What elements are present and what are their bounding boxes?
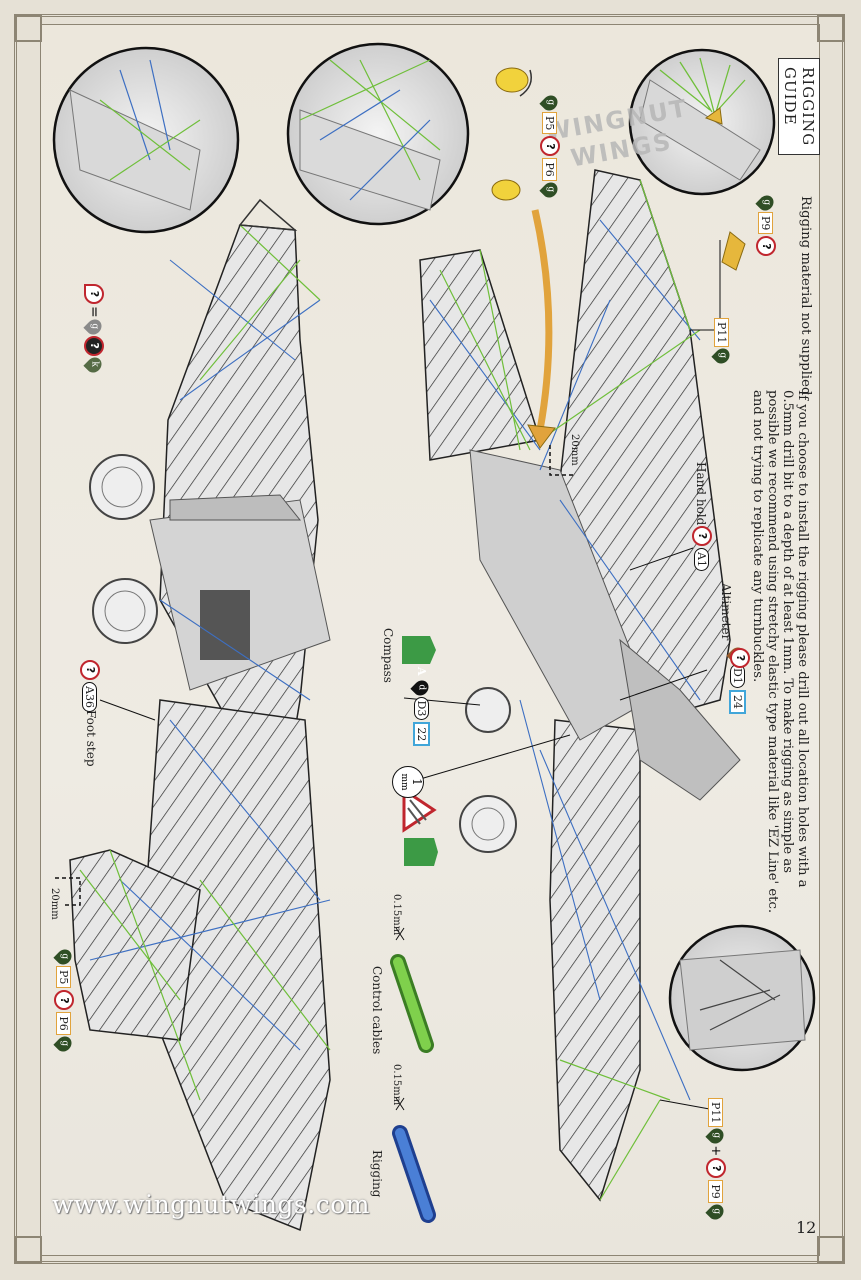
arrow-head [527,424,556,449]
rigging-swatch [392,1125,436,1223]
dimension-20mm: 20mm [49,888,60,920]
corner-ornament [14,14,42,42]
question-icon: ? [54,990,74,1011]
part-p5: P5 [542,112,558,135]
leader-line [629,547,694,571]
question-icon: ? [756,236,776,257]
bottom-right-callout: P11 g + ? P9 g [705,1098,727,1223]
hand-hold-callout: ? A1 [692,526,712,571]
corner-ornament [14,1236,42,1264]
leader-line [99,699,156,721]
paint-g-icon: g [539,92,561,114]
part-a1: A1 [694,548,710,571]
question-icon: ? [80,660,100,680]
page-title: RIGGING GUIDE [778,58,820,156]
part-a36: A36 [82,682,98,712]
p11-callout: P11 g [711,318,733,368]
detail-circle-mid [286,42,470,226]
page-border [14,14,845,1264]
detail-circle-topright [628,48,776,196]
question-icon: ? [540,136,560,157]
control-cable-swatch [390,954,434,1053]
sprue-a-icon [402,636,438,866]
control-cable-size: 0.15mm [391,894,402,936]
drill-unit: mm [399,773,409,791]
detail-circle-left [52,46,240,234]
ref-22: 22 [413,722,430,747]
compass-label: Compass [381,628,395,683]
aircraft-left [55,198,331,1232]
question-icon: ? [84,284,104,304]
plus-sign: + [708,1145,724,1157]
question-icon: ? [84,335,104,356]
size-marker [395,1097,405,1111]
page-number: 12 [796,1218,817,1237]
direction-arrow [531,209,553,431]
part-p6: P6 [56,1012,72,1035]
paint-g-icon: g [83,316,105,338]
p9-callout: g P9 ? [755,192,777,257]
equals-sign: = [86,306,102,318]
altimeter-label: Altimeter [719,583,733,641]
foot-step-callout: ? A36 [80,660,100,712]
part-d3: D3 [414,696,429,721]
bottom-left-turnbuckle-callout: g P5 ? P6 g [53,946,75,1055]
ref-24: 24 [729,689,746,714]
drill-size: 1 [410,778,424,786]
dimension-20mm: 20mm [569,434,580,466]
drill-warning-icon [402,787,437,833]
website-url: www.wingnutwings.com [52,1190,370,1219]
leader-line [619,669,708,701]
sprue-letter: A [415,667,428,676]
compass-callout: A d D3 22 [410,664,433,747]
paint-d-icon: d [410,676,433,699]
rigging-label: Rigging [370,1150,384,1198]
size-marker [395,927,405,941]
drill-size-callout: 1 mm [392,766,424,798]
part-p5: P5 [56,966,72,989]
hand-hold-label: Hand hold [694,462,708,526]
question-icon: ? [706,1158,726,1179]
turnbuckle-top-callout: g P5 ? P6 g [539,92,561,201]
foot-step-label: Foot step [84,710,98,767]
control-cable-label: Control cables [370,966,384,1055]
corner-ornament [817,14,845,42]
key-legend: ? = g ? k [83,284,105,376]
instructions-text: If you choose to install the rigging ple… [750,390,810,914]
rigging-size: 0.15mm [391,1064,402,1106]
part-p11: P11 [708,1098,724,1128]
paint-g-icon: g [705,1125,727,1148]
detail-circle-bottomright [668,924,816,1072]
subtitle: Rigging material not supplied [798,196,813,396]
corner-ornament [817,1236,845,1264]
part-p9: P9 [708,1180,724,1203]
part-p9: P9 [758,212,774,235]
paint-g-icon: g [755,192,777,214]
leader-line [409,734,571,783]
part-p6: P6 [542,158,558,181]
leader-line [659,1099,716,1111]
question-icon: ? [730,648,750,668]
question-icon: ? [692,526,712,546]
paint-g-icon: g [53,946,75,968]
aircraft-right [419,169,741,1202]
turnbuckle-parts-icon [491,67,746,271]
part-p11: P11 [714,318,730,348]
